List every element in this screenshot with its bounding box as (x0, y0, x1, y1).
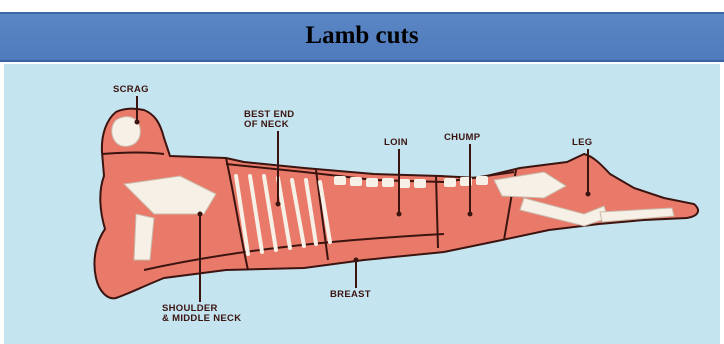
label-shoulder-middle-neck: SHOULDER & MIDDLE NECK (162, 304, 241, 324)
label-chump: CHUMP (444, 133, 480, 143)
pointer-chump (469, 144, 471, 214)
pointer-loin (398, 149, 400, 214)
lamb-cuts-diagram: SCRAG BEST END OF NECK LOIN CHUMP LEG BR… (4, 64, 720, 344)
vertebra (350, 177, 362, 186)
vertebra (414, 179, 426, 188)
label-scrag: SCRAG (113, 85, 149, 95)
foreleg-bone (134, 214, 154, 260)
vertebra (366, 178, 378, 187)
pointer-breast (355, 260, 357, 288)
title-bar: Lamb cuts (0, 12, 724, 62)
vertebra (476, 176, 488, 185)
label-leg: LEG (572, 138, 592, 148)
label-best-end-of-neck: BEST END OF NECK (244, 110, 294, 130)
pointer-leg (587, 149, 589, 194)
carcass-drawing (4, 64, 720, 344)
vertebra (382, 178, 394, 187)
pointer-best-end (277, 131, 279, 204)
vertebra (334, 176, 346, 185)
pointer-scrag (136, 96, 138, 122)
vertebra (444, 178, 456, 187)
label-breast: BREAST (330, 290, 371, 300)
vertebra (398, 179, 410, 188)
slide-title: Lamb cuts (0, 22, 724, 50)
pointer-shoulder (199, 214, 201, 302)
label-loin: LOIN (384, 138, 408, 148)
